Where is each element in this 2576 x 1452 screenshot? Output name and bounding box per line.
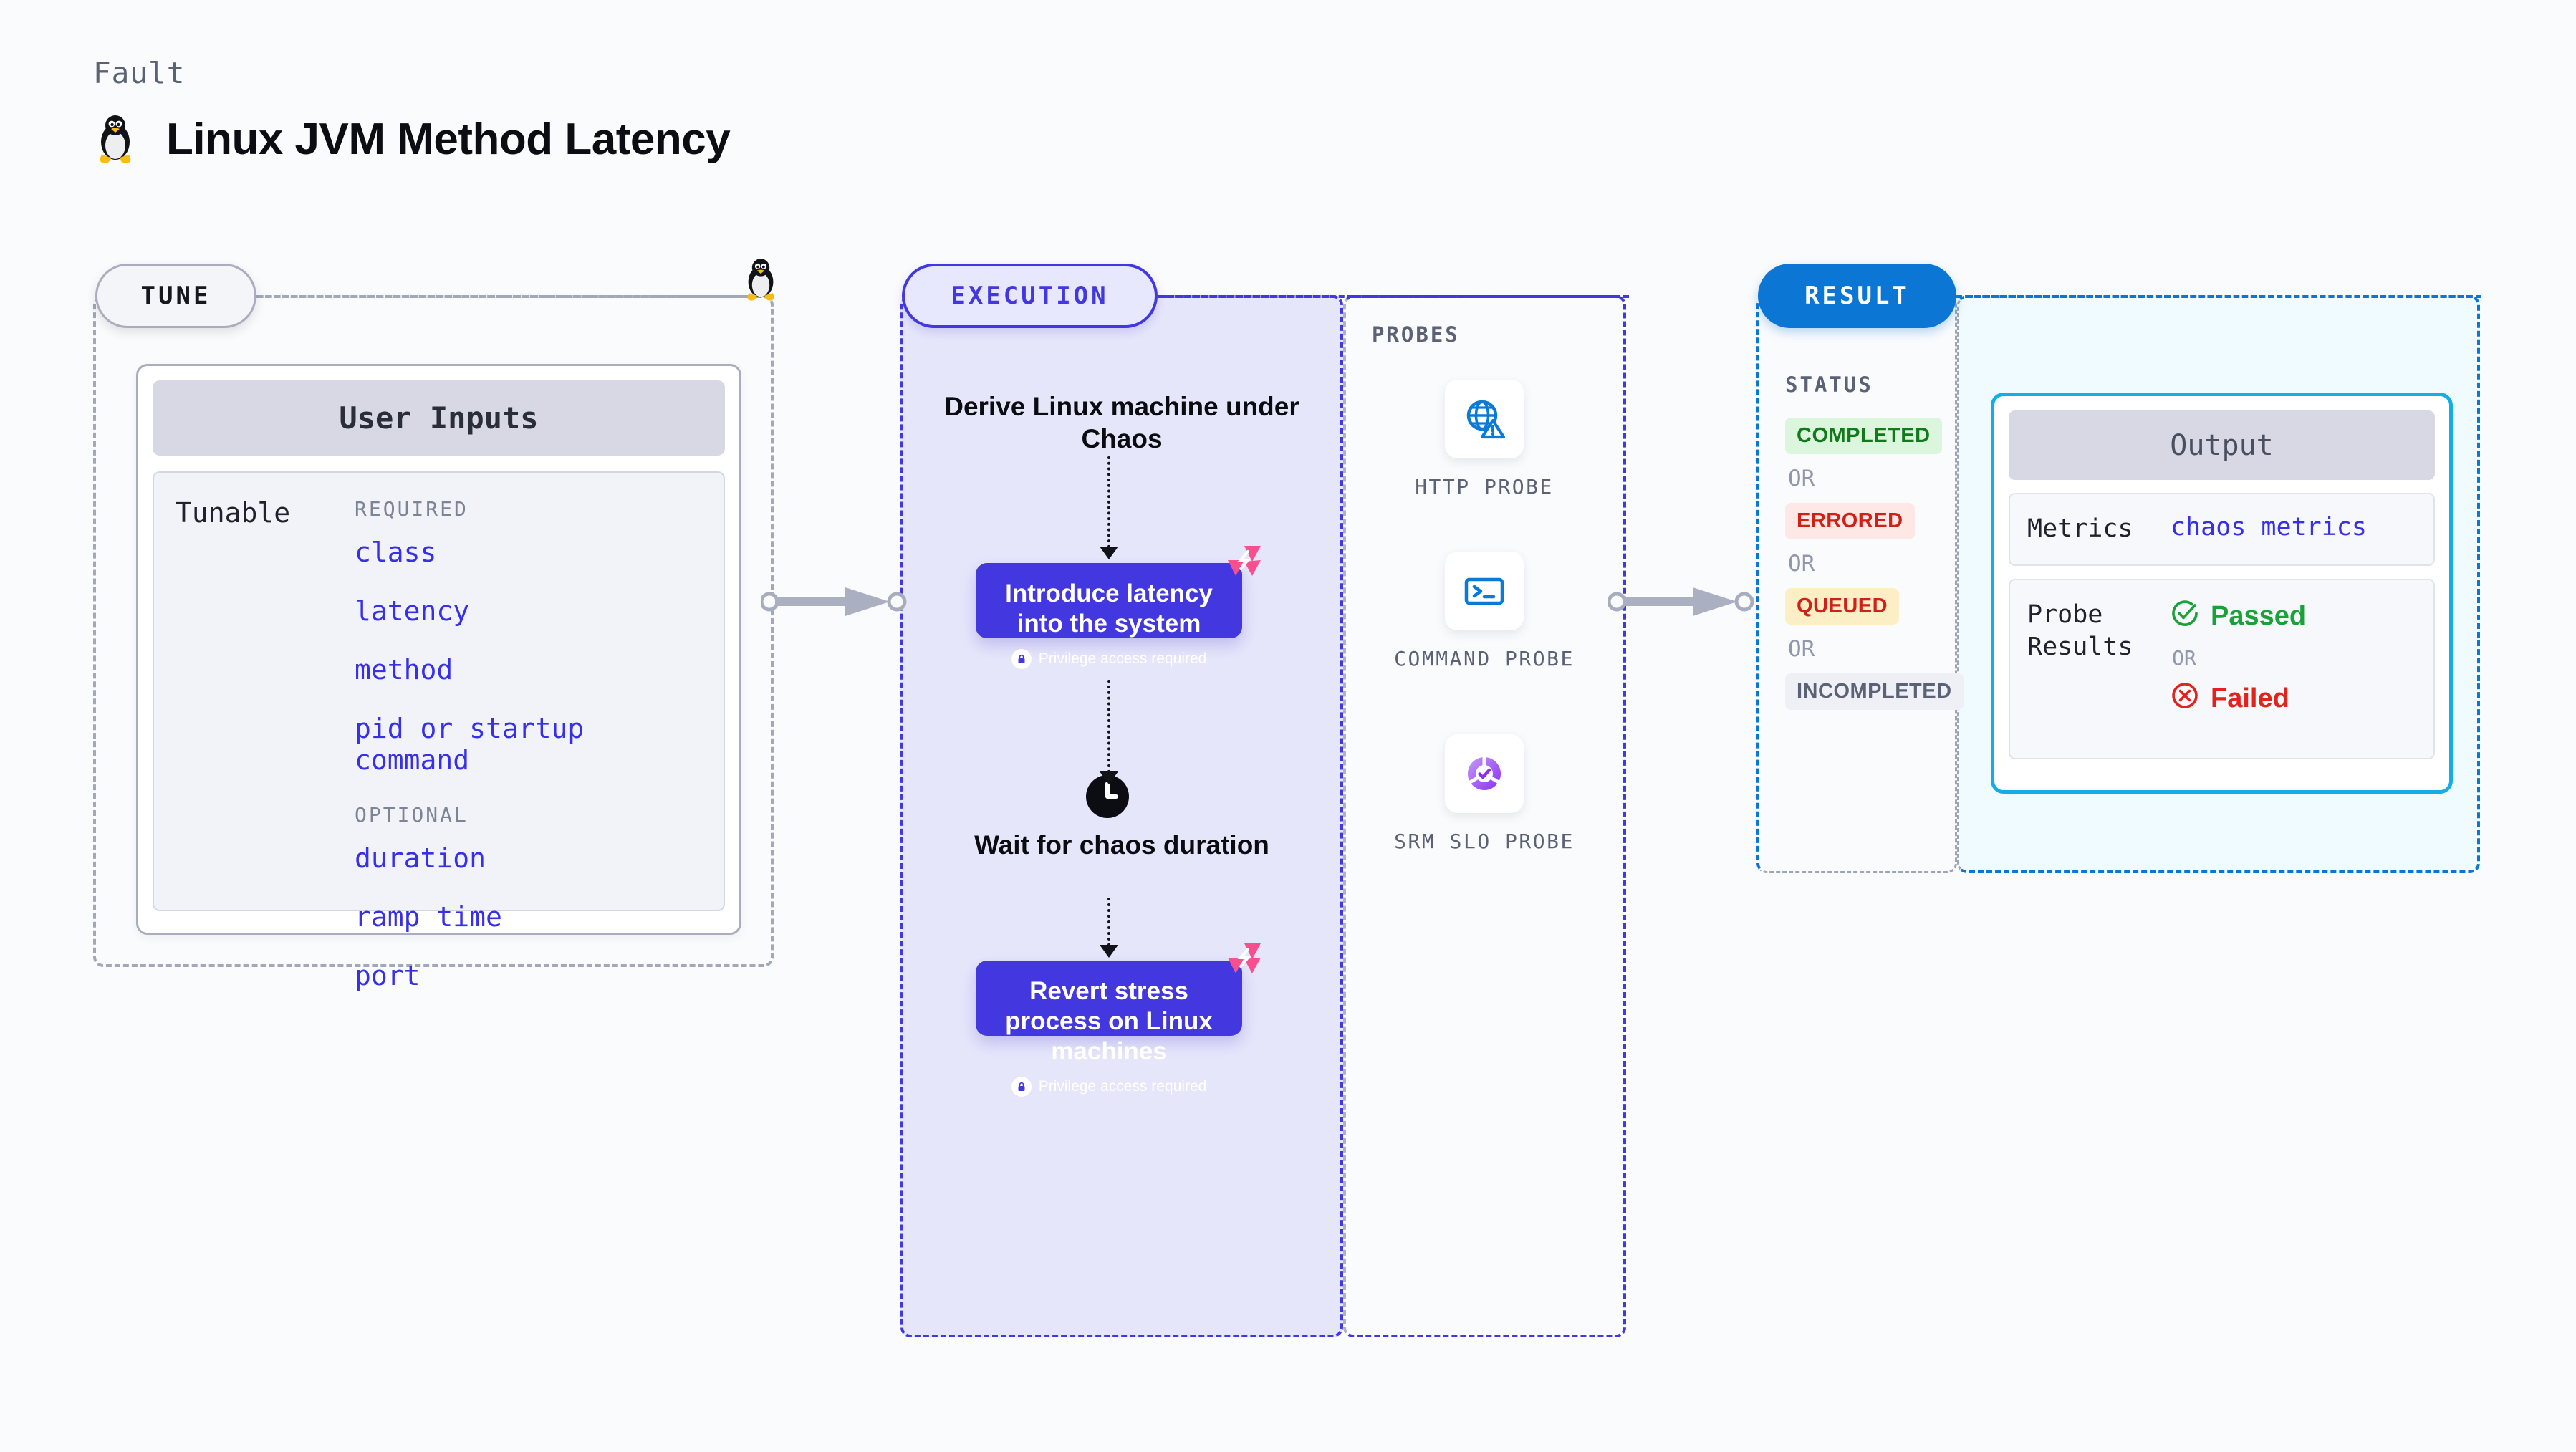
param-latency[interactable]: latency [355,595,470,627]
flow-arrowhead-2 [1100,771,1118,784]
revert-stress-title: Revert stress process on Linux machines [1005,977,1213,1065]
lock-icon [1011,649,1032,669]
param-method[interactable]: method [355,654,453,686]
probe-srm-slo-label: SRM SLO PROBE [1394,830,1575,853]
user-inputs-card: User Inputs Tunable REQUIRED class laten… [136,364,741,991]
revert-stress-note-text: Privilege access required [1038,1078,1207,1095]
probe-result-or: OR [2172,645,2196,670]
probe-result-failed: Failed [2171,681,2306,717]
tune-connector-line [256,295,758,298]
derive-step-label: Derive Linux machine under Chaos [944,392,1299,454]
probes-to-result-arrow [1608,587,1754,616]
status-or-2: OR [1788,551,1815,577]
litmus-chaos-icon [1226,942,1262,980]
introduce-latency-step[interactable]: Introduce latency into the system Privil… [976,546,1261,669]
metrics-row: Metrics chaos metrics [2009,493,2435,566]
x-circle-icon [2171,681,2199,717]
terminal-icon [1445,552,1524,630]
probe-http-label: HTTP PROBE [1415,475,1554,499]
probes-region [1343,295,1626,1337]
tunable-label: Tunable [176,497,291,529]
check-circle-icon [2171,599,2199,635]
flow-arrow-2 [1107,680,1110,773]
param-port[interactable]: port [355,960,420,991]
param-duration[interactable]: duration [355,842,486,874]
probe-results-key: Probe Results [2027,600,2133,662]
probe-command[interactable]: COMMAND PROBE [1388,552,1581,673]
flow-arrowhead-3 [1100,945,1118,958]
execution-phase-badge[interactable]: EXECUTION [902,264,1158,328]
introduce-latency-note: Privilege access required [987,649,1231,669]
litmus-chaos-icon [1226,544,1262,582]
flow-arrow-1 [1107,456,1110,548]
probe-http[interactable]: HTTP PROBE [1388,380,1581,501]
status-badge-incompleted: INCOMPLETED [1785,673,1964,710]
status-or-1: OR [1788,466,1815,491]
status-title: STATUS [1785,372,1873,397]
optional-group-heading: OPTIONAL [355,803,468,827]
probes-title: PROBES [1372,322,1460,347]
globe-warning-icon [1445,380,1524,458]
page-title: Linux JVM Method Latency [166,114,731,164]
revert-stress-step[interactable]: Revert stress process on Linux machines … [976,943,1261,1097]
status-badge-errored: ERRORED [1785,503,1915,539]
linux-penguin-icon [93,113,138,165]
param-class[interactable]: class [355,537,437,568]
status-list: COMPLETED OR ERRORED OR QUEUED OR INCOMP… [1785,418,1964,710]
wait-step-label: Wait for chaos duration [974,830,1269,860]
clock-icon [1085,774,1130,823]
probe-result-failed-label: Failed [2211,683,2289,713]
flow-arrow-3 [1107,898,1110,946]
tune-to-execution-arrow [761,587,907,616]
flow-arrowhead-1 [1100,547,1118,559]
status-or-3: OR [1788,636,1815,662]
param-ramp-time[interactable]: ramp time [355,901,502,933]
linux-penguin-marker-icon [741,256,780,306]
param-pid-or-startup-command[interactable]: pid or startup command [355,713,585,776]
probe-srm-slo[interactable]: SRM SLO PROBE [1388,734,1581,856]
result-connector-line [1956,295,2481,298]
probe-result-passed-label: Passed [2211,601,2307,631]
tune-phase-badge[interactable]: TUNE [95,264,256,328]
introduce-latency-note-text: Privilege access required [1038,650,1207,667]
status-region [1756,295,1957,873]
metrics-key: Metrics [2027,514,2133,543]
result-phase-badge[interactable]: RESULT [1758,264,1956,328]
output-card: Output Metrics chaos metrics Probe Resul… [1991,393,2453,794]
user-inputs-title: User Inputs [153,380,725,456]
execution-connector-line [1158,295,1629,298]
metrics-value[interactable]: chaos metrics [2171,513,2367,542]
probe-results-row: Probe Results Passed OR [2009,578,2435,759]
revert-stress-note: Privilege access required [987,1077,1231,1097]
introduce-latency-title: Introduce latency into the system [1005,580,1213,638]
lock-icon [1011,1077,1032,1097]
slo-check-icon [1445,734,1524,813]
probe-command-label: COMMAND PROBE [1394,647,1575,670]
probe-result-passed: Passed [2171,599,2306,635]
fault-eyebrow-label: Fault [93,56,186,90]
tunable-section: Tunable REQUIRED class latency method pi… [153,471,725,991]
output-title: Output [2009,410,2435,480]
page-title-row: Linux JVM Method Latency [93,113,731,165]
status-badge-queued: QUEUED [1785,588,1900,625]
status-badge-completed: COMPLETED [1785,418,1942,454]
required-group-heading: REQUIRED [355,497,468,521]
